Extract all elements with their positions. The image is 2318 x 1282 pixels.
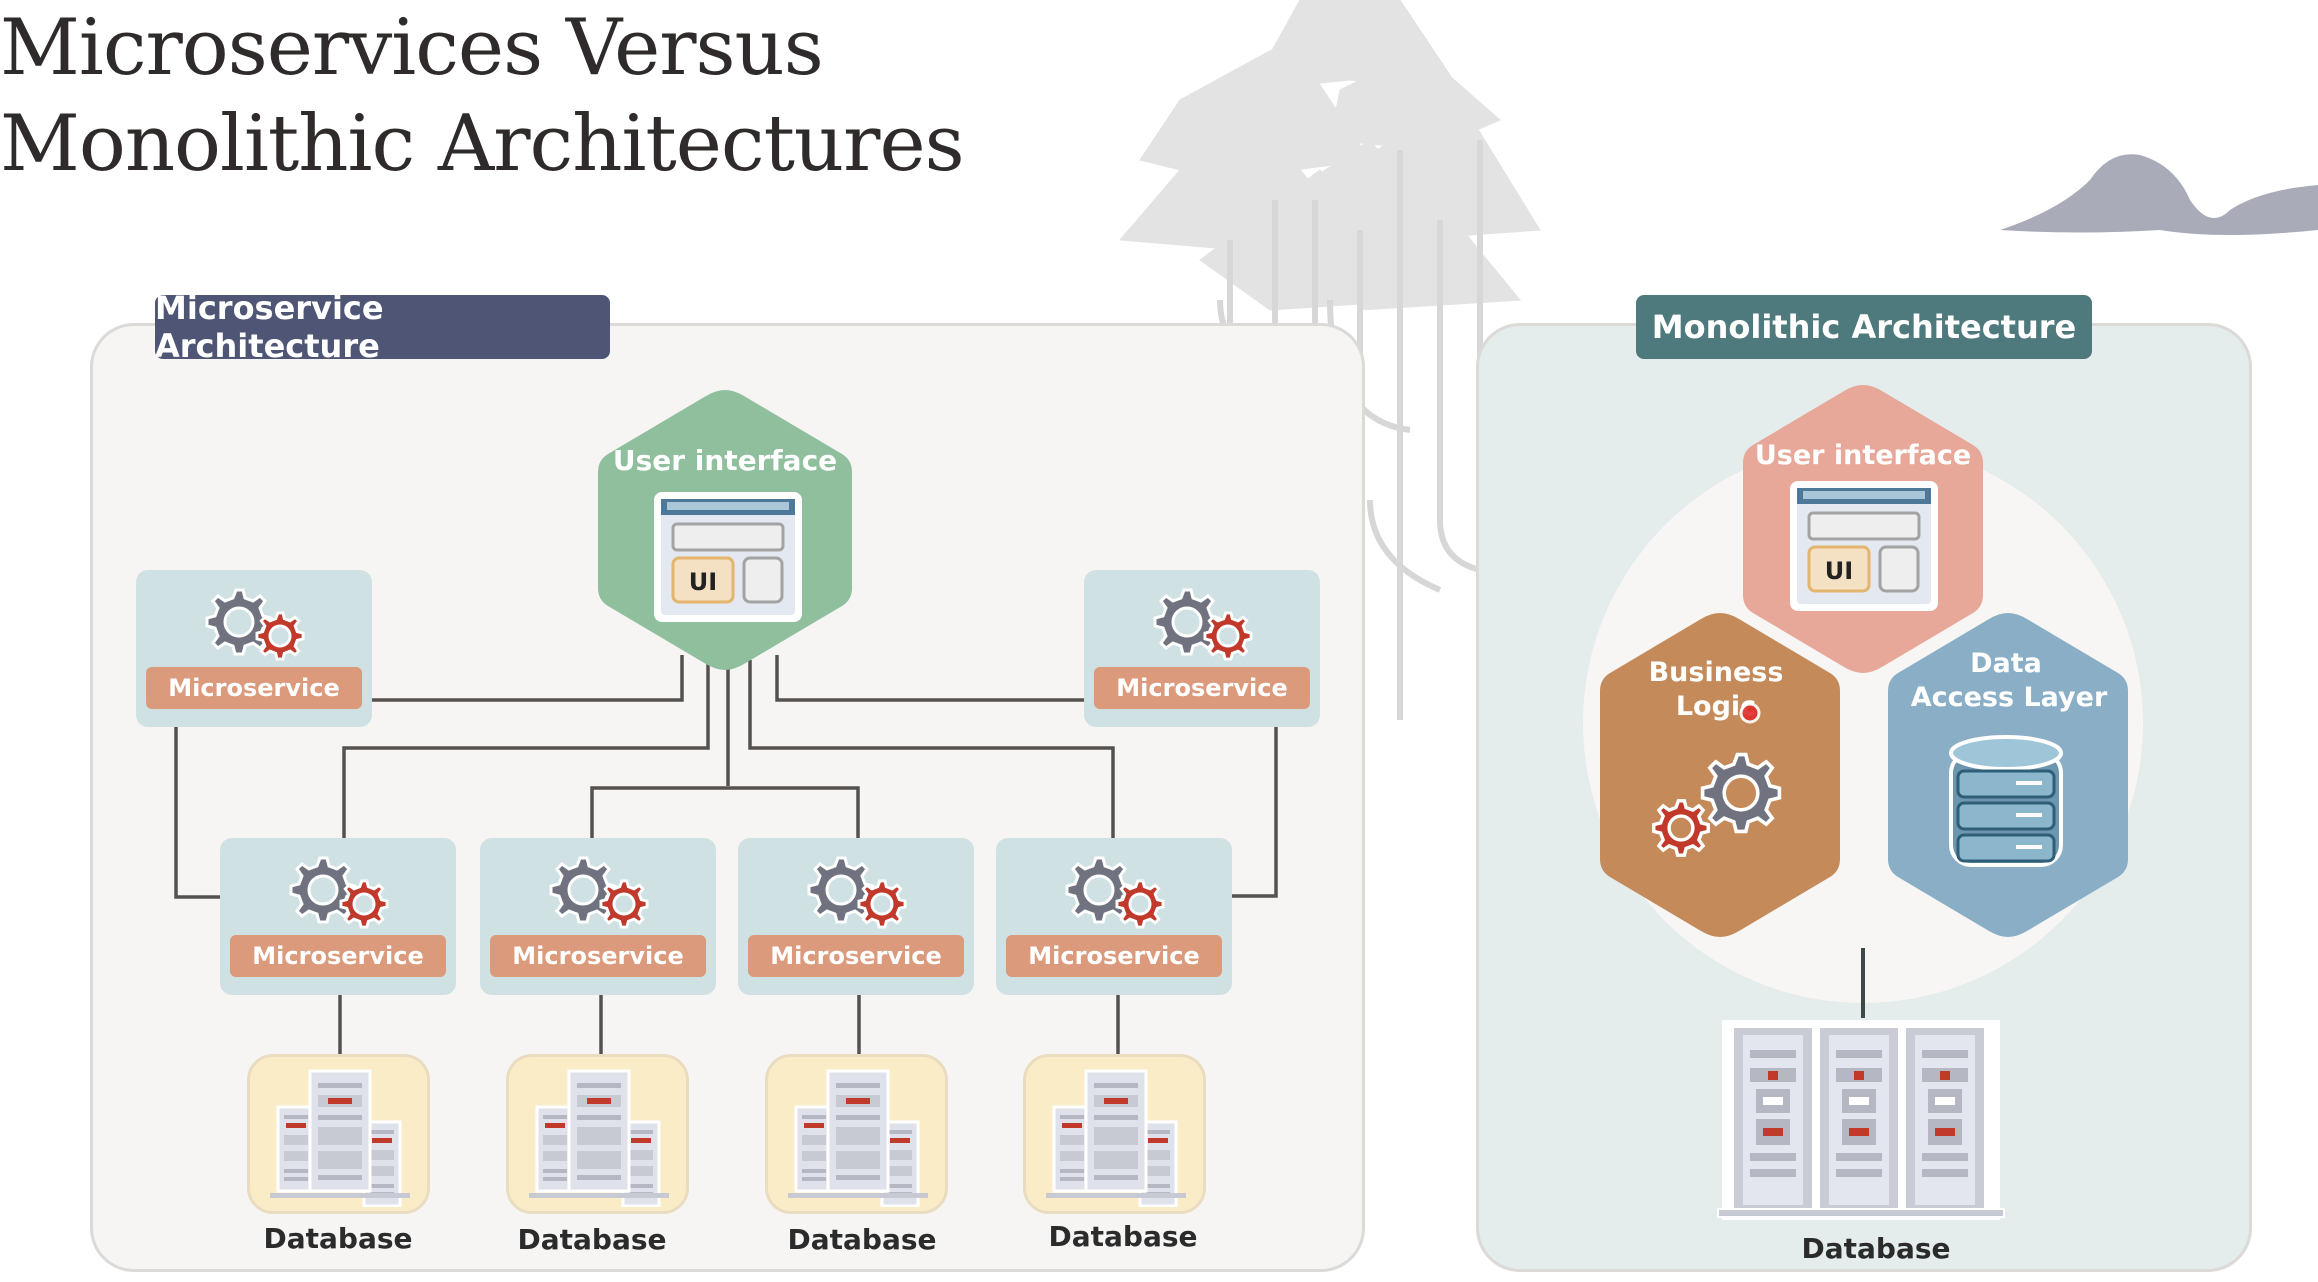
user-interface-hex[interactable]: User interface UI xyxy=(594,388,856,672)
microservice-card[interactable]: Microservice xyxy=(220,838,456,995)
data-access-label-line1: Data xyxy=(1970,648,2042,679)
database-card[interactable] xyxy=(1023,1054,1206,1214)
monolith-database-label: Database xyxy=(1801,1232,1950,1265)
database-label: Database xyxy=(263,1222,413,1255)
data-access-layer-hex[interactable]: Data Access Layer xyxy=(1888,613,2128,937)
microservice-card[interactable]: Microservice xyxy=(738,838,974,995)
title-line-2: Monolithic Architectures xyxy=(0,99,965,189)
connector-top-right-to-bottom-4 xyxy=(1232,727,1278,898)
database-card[interactable] xyxy=(506,1054,689,1214)
browser-window-icon: UI xyxy=(1790,481,1938,611)
database-server-icon xyxy=(270,1069,410,1207)
database-cylinder-icon xyxy=(1949,735,2063,867)
browser-window-icon: UI xyxy=(654,492,802,622)
database-card[interactable] xyxy=(765,1054,948,1214)
user-interface-hex-monolith[interactable]: User interface UI xyxy=(1743,385,1983,673)
title-line-1: Microservices Versus xyxy=(0,3,824,93)
ui-badge: UI xyxy=(689,568,717,596)
gears-icon xyxy=(289,856,389,929)
gears-icon xyxy=(807,856,907,929)
database-label: Database xyxy=(517,1223,667,1256)
connector-ui-to-top-left xyxy=(372,655,684,702)
database-server-icon xyxy=(788,1069,928,1207)
microservice-label: Microservice xyxy=(146,667,362,709)
gears-icon xyxy=(1065,856,1165,929)
connector-ui-to-top-right xyxy=(775,655,1084,702)
microservice-label: Microservice xyxy=(748,935,964,977)
monolith-database-icon[interactable] xyxy=(1717,1020,2005,1220)
monolithic-architecture-label: Monolithic Architecture xyxy=(1636,295,2092,359)
microservice-card[interactable]: Microservice xyxy=(136,570,372,727)
microservice-label: Microservice xyxy=(490,935,706,977)
microservice-label: Microservice xyxy=(1006,935,1222,977)
gears-icon xyxy=(205,588,305,661)
microservice-card[interactable]: Microservice xyxy=(996,838,1232,995)
database-server-icon xyxy=(1046,1069,1186,1207)
database-label: Database xyxy=(787,1223,937,1256)
microservice-label: Microservice xyxy=(230,935,446,977)
microservice-card[interactable]: Microservice xyxy=(1084,570,1320,727)
microservice-connectors xyxy=(174,655,1278,1054)
ui-badge: UI xyxy=(1825,557,1853,585)
database-server-icon xyxy=(529,1069,669,1207)
data-access-label-line2: Access Layer xyxy=(1911,682,2108,713)
gears-icon xyxy=(1153,588,1253,661)
connector-bottom-2-3-bus xyxy=(590,786,860,840)
database-label: Database xyxy=(1048,1220,1198,1253)
gears-icon xyxy=(549,856,649,929)
gears-icon xyxy=(1652,752,1782,857)
business-logic-hex[interactable]: Business Logic xyxy=(1600,613,1840,937)
microservice-architecture-label: Microservice Architecture xyxy=(155,289,610,365)
connector-ui-to-bottom-1 xyxy=(342,660,710,840)
database-card[interactable] xyxy=(247,1054,430,1214)
microservice-label: Microservice xyxy=(1094,667,1310,709)
user-interface-label: User interface xyxy=(613,444,837,477)
business-logic-label-line1: Business xyxy=(1649,657,1784,688)
cursor-indicator xyxy=(1739,702,1761,724)
connector-top-left-to-bottom-1 xyxy=(174,727,220,899)
cloud-icon xyxy=(2000,154,2318,235)
connector-ui-to-bottom-4 xyxy=(748,660,1115,840)
microservice-card[interactable]: Microservice xyxy=(480,838,716,995)
page-title: Microservices Versus Monolithic Architec… xyxy=(0,0,2318,192)
monolith-diagram: Business Logic Data Access Layer User in… xyxy=(1583,385,2143,1265)
user-interface-label: User interface xyxy=(1755,440,1971,471)
